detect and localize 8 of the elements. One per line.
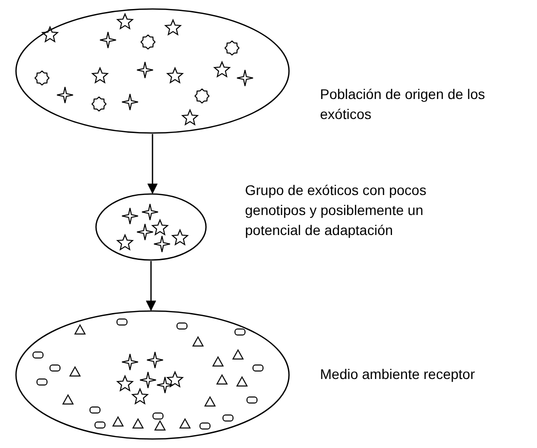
arrow bbox=[146, 261, 156, 312]
ellipse bbox=[95, 193, 207, 261]
description-text: Población de origen de los exóticos bbox=[320, 85, 486, 124]
description-text: Grupo de exóticos con pocos genotipos y posiblemente un potencial de adaptación bbox=[245, 181, 428, 240]
description-text: Medio ambiente receptor bbox=[320, 365, 476, 384]
ellipse bbox=[15, 310, 290, 440]
ellipse bbox=[15, 8, 290, 134]
arrow bbox=[147, 134, 158, 194]
